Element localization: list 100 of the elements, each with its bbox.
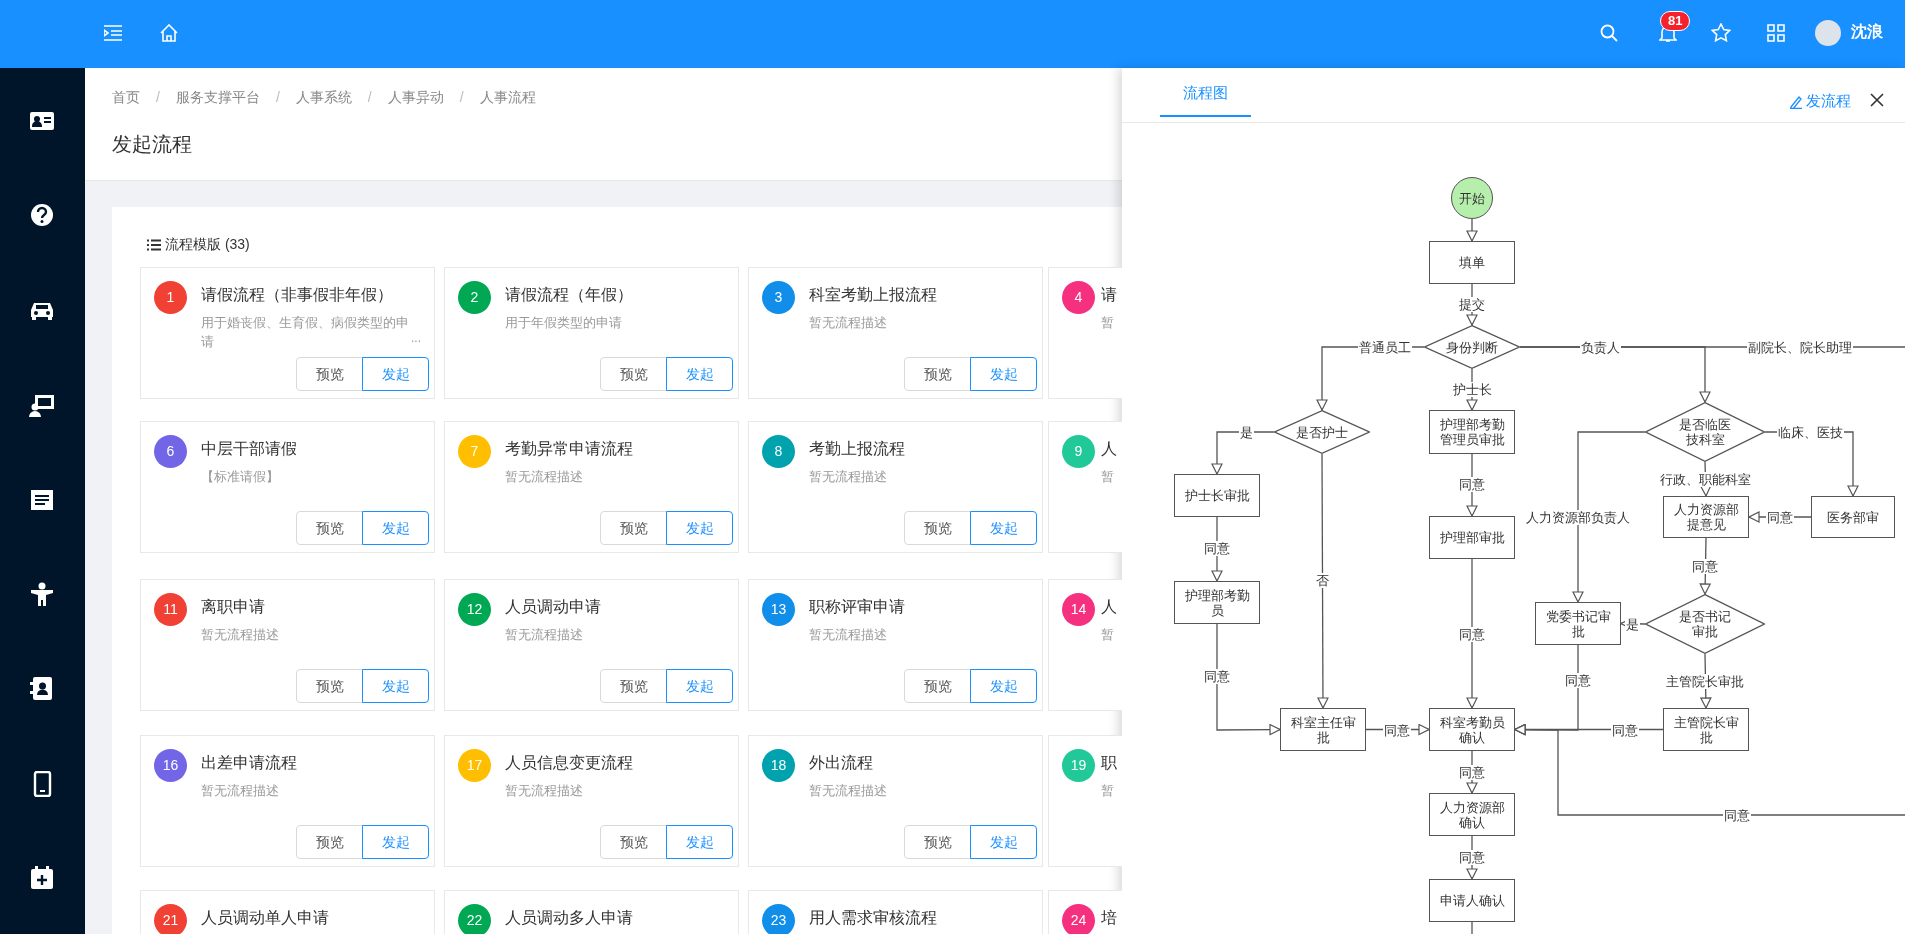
tab: 流程图 xyxy=(1160,84,1251,117)
number-badge: 12 xyxy=(458,593,491,626)
node-label: 人力资源部提意见 xyxy=(1672,502,1740,532)
edge-label: 同意 xyxy=(1203,540,1231,556)
number-badge: 23 xyxy=(762,904,795,934)
template-card xyxy=(140,421,435,553)
template-card xyxy=(444,735,739,867)
preview-button: 预览 xyxy=(904,357,971,391)
node-label: 是否书记审批 xyxy=(1678,609,1732,639)
preview-button: 预览 xyxy=(904,511,971,545)
edge-label: 主管院长审批 xyxy=(1665,673,1745,689)
number-badge: 19 xyxy=(1062,749,1095,782)
process-box xyxy=(1174,474,1260,517)
template-title: 出差申请流程 xyxy=(201,753,297,773)
template-card xyxy=(748,421,1043,553)
decision-diamond xyxy=(1274,410,1370,454)
number-badge: 8 xyxy=(762,435,795,468)
start-circle xyxy=(1451,177,1493,219)
template-title: 中层干部请假 xyxy=(201,439,297,459)
preview-button: 预览 xyxy=(600,669,667,703)
number-badge: 18 xyxy=(762,749,795,782)
breadcrumb-link: 人事异动 xyxy=(387,89,444,107)
preview-button: 预览 xyxy=(296,669,363,703)
number-badge: 17 xyxy=(458,749,491,782)
node-label: 护士长审批 xyxy=(1184,488,1250,503)
template-title: 人员调动申请 xyxy=(505,597,601,617)
edge-label: 同意 xyxy=(1564,672,1592,688)
edge-label: 普通员工 xyxy=(1358,339,1412,355)
template-title: 人员信息变更流程 xyxy=(505,753,633,773)
user-name: 沈浪 xyxy=(1851,22,1883,42)
edge-label: 同意 xyxy=(1723,807,1751,823)
process-box xyxy=(1535,602,1621,645)
section-heading: 流程模版 (33) xyxy=(165,236,250,254)
start-button: 发起 xyxy=(362,357,429,391)
template-card xyxy=(444,579,739,711)
breadcrumb-separator: / xyxy=(459,89,464,105)
breadcrumb-separator: / xyxy=(367,89,372,105)
decision-diamond xyxy=(1645,594,1765,654)
start-button: 发起 xyxy=(970,357,1037,391)
process-box xyxy=(1429,793,1515,836)
start-button: 发起 xyxy=(362,511,429,545)
node-label: 主管院长审批 xyxy=(1672,714,1740,745)
process-box xyxy=(1811,496,1895,538)
edge-label: 同意 xyxy=(1458,476,1486,492)
arrow xyxy=(1572,431,1646,603)
template-title: 离职申请 xyxy=(201,597,265,617)
breadcrumb-link: 服务支撑平台 xyxy=(175,89,260,107)
template-description: 暂 xyxy=(1101,627,1115,644)
arrow xyxy=(1216,623,1281,736)
template-title: 职称评审申请 xyxy=(809,597,905,617)
template-card xyxy=(748,267,1043,399)
template-description: 暂无流程描述 xyxy=(505,627,584,644)
preview-button: 预览 xyxy=(296,511,363,545)
node-label: 开始 xyxy=(1459,190,1485,206)
template-description: 暂无流程描述 xyxy=(201,627,280,644)
number-badge: 4 xyxy=(1062,281,1095,314)
template-title: 请 xyxy=(1101,285,1117,305)
breadcrumb-separator: / xyxy=(275,89,280,105)
template-title: 用人需求审核流程 xyxy=(809,908,937,928)
template-description: 用于年假类型的申请 xyxy=(505,315,623,332)
process-box xyxy=(1429,708,1515,751)
template-description: 暂无流程描述 xyxy=(505,469,584,486)
template-description: 【标准请假】 xyxy=(201,469,280,486)
start-button: 发起 xyxy=(970,825,1037,859)
process-box xyxy=(1663,496,1749,538)
template-description: 暂无流程描述 xyxy=(809,315,888,332)
template-card xyxy=(1048,267,1122,399)
number-badge: 24 xyxy=(1062,904,1095,934)
template-title: 请假流程（非事假非年假） xyxy=(201,285,393,305)
node-label: 科室考勤员确认 xyxy=(1438,714,1506,745)
template-card xyxy=(444,267,739,399)
template-title: 人 xyxy=(1101,597,1117,617)
edge-label: 同意 xyxy=(1691,558,1719,574)
node-label: 护理部审批 xyxy=(1439,530,1505,545)
number-badge: 11 xyxy=(154,593,187,626)
template-description: 暂 xyxy=(1101,783,1115,800)
template-title: 人员调动多人申请 xyxy=(505,908,633,928)
breadcrumb-link: 首页 xyxy=(112,89,140,107)
edge-label: 同意 xyxy=(1383,722,1411,738)
template-card xyxy=(1048,735,1122,867)
template-description: 暂无流程描述 xyxy=(201,783,280,800)
process-box xyxy=(1429,241,1515,284)
node-label: 身份判断 xyxy=(1446,339,1498,355)
edge-label: 同意 xyxy=(1458,849,1486,865)
node-label: 人力资源部确认 xyxy=(1438,799,1506,830)
node-label: 申请人确认 xyxy=(1439,893,1505,908)
breadcrumb-link: 人事系统 xyxy=(295,89,352,107)
template-description: 暂 xyxy=(1101,469,1115,486)
number-badge: 14 xyxy=(1062,593,1095,626)
preview-button: 预览 xyxy=(904,825,971,859)
preview-button: 预览 xyxy=(600,511,667,545)
template-card xyxy=(748,735,1043,867)
node-label: 科室主任审批 xyxy=(1289,714,1357,745)
start-button: 发起 xyxy=(666,669,733,703)
preview-button: 预览 xyxy=(296,825,363,859)
node-label: 医务部审 xyxy=(1827,509,1879,525)
template-card xyxy=(444,421,739,553)
edge-label: 负责人 xyxy=(1579,339,1621,355)
decision-diamond xyxy=(1645,402,1765,462)
decision-diamond xyxy=(1424,325,1520,369)
